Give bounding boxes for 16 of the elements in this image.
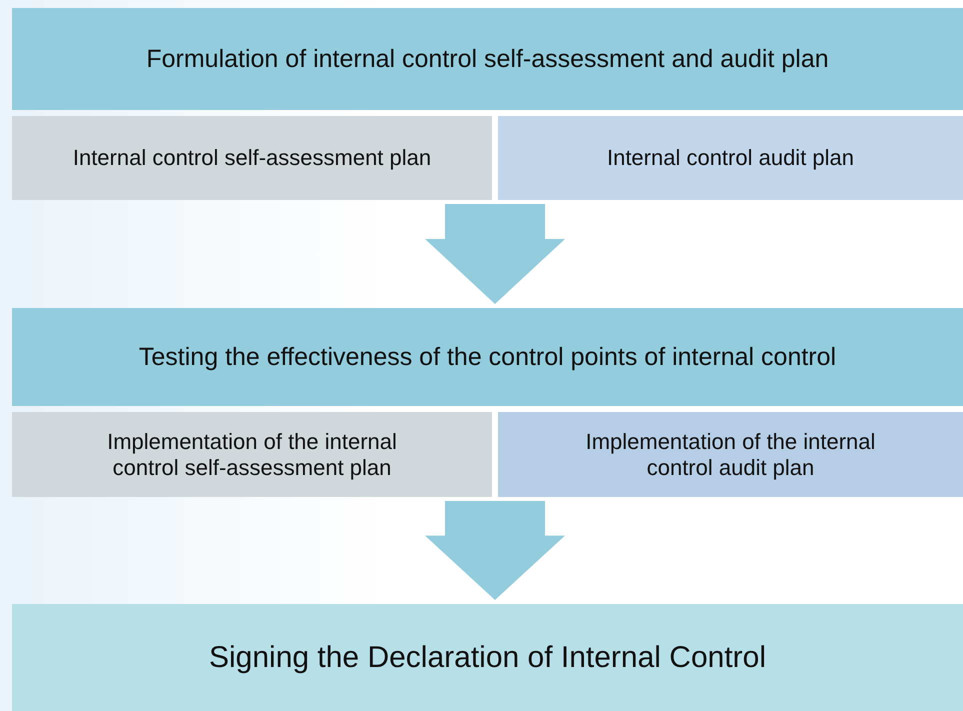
process-box (498, 116, 963, 200)
box-text: Internal control audit plan (606, 145, 854, 171)
box-text: Testing the effectiveness of the control points of internal control (138, 342, 836, 372)
process-box (498, 412, 963, 497)
block-arrow (425, 501, 565, 600)
process-box (12, 8, 963, 110)
box-text: Signing the Declaration of Internal Control (209, 640, 766, 674)
box-text: Internal control self-assessment plan (72, 145, 432, 171)
process-box (12, 412, 492, 497)
process-box (12, 116, 492, 200)
block-arrow (425, 204, 565, 304)
box-text: Implementation of the internal control audit plan (584, 428, 876, 480)
box-text: Formulation of internal control self-assessment and audit plan (146, 44, 829, 74)
box-text: Implementation of the internal control self-assessment plan (106, 428, 398, 480)
process-box (12, 308, 963, 406)
process-box (12, 604, 963, 711)
